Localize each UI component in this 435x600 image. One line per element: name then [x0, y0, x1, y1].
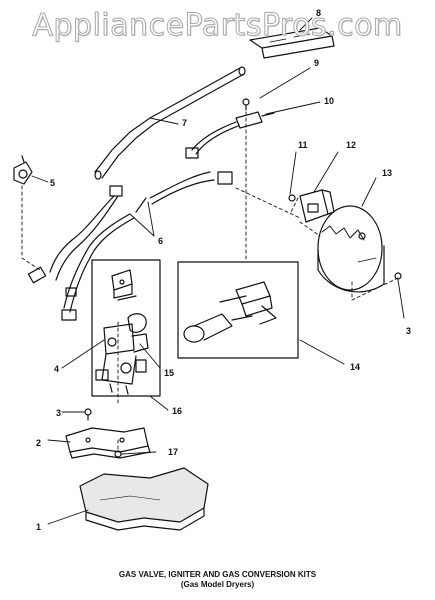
callout-16: 16 — [172, 406, 182, 416]
caption-line-2: (Gas Model Dryers) — [180, 580, 255, 589]
dashed-leaders — [21, 111, 399, 453]
callout-6: 6 — [158, 236, 163, 246]
part-12-bracket — [299, 189, 335, 223]
part-10-sensor — [185, 111, 275, 159]
part-5-clip — [13, 155, 33, 185]
callout-11: 11 — [298, 140, 308, 150]
callout-3: 3 — [406, 326, 411, 336]
part-17-screw — [114, 450, 122, 458]
part-6-wire-harness — [27, 171, 233, 321]
part-3-screw-left — [84, 408, 92, 421]
callout-5: 5 — [50, 178, 55, 188]
part-14-igniter-kit — [177, 261, 299, 359]
part-1-kit-package — [79, 467, 209, 531]
callout-9: 9 — [314, 58, 319, 68]
callout-8: 8 — [316, 8, 321, 18]
caption-line-1: GAS VALVE, IGNITER AND GAS CONVERSION KI… — [118, 570, 317, 579]
part-11-screw — [288, 194, 296, 202]
callout-2: 2 — [36, 438, 41, 448]
part-3-screw-right — [394, 272, 402, 280]
part-13-burner-housing — [317, 205, 385, 293]
callout-7: 7 — [182, 118, 187, 128]
part-8-bracket — [249, 27, 335, 59]
callout-15: 15 — [164, 368, 174, 378]
part-7-burner-tube — [94, 66, 246, 180]
callout-17: 17 — [168, 447, 178, 457]
callout-10: 10 — [324, 96, 334, 106]
callout-13: 13 — [382, 168, 392, 178]
callout-12: 12 — [346, 140, 356, 150]
part-9-screw — [242, 98, 250, 111]
diagram-caption: GAS VALVE, IGNITER AND GAS CONVERSION KI… — [0, 570, 435, 590]
part-2-bracket — [65, 427, 151, 459]
callout-14: 14 — [350, 362, 360, 372]
callout-3: 3 — [56, 408, 61, 418]
leader-lines — [31, 17, 405, 525]
callout-4: 4 — [54, 364, 59, 374]
callout-1: 1 — [36, 522, 41, 532]
part-16-valve-assembly — [91, 259, 161, 397]
